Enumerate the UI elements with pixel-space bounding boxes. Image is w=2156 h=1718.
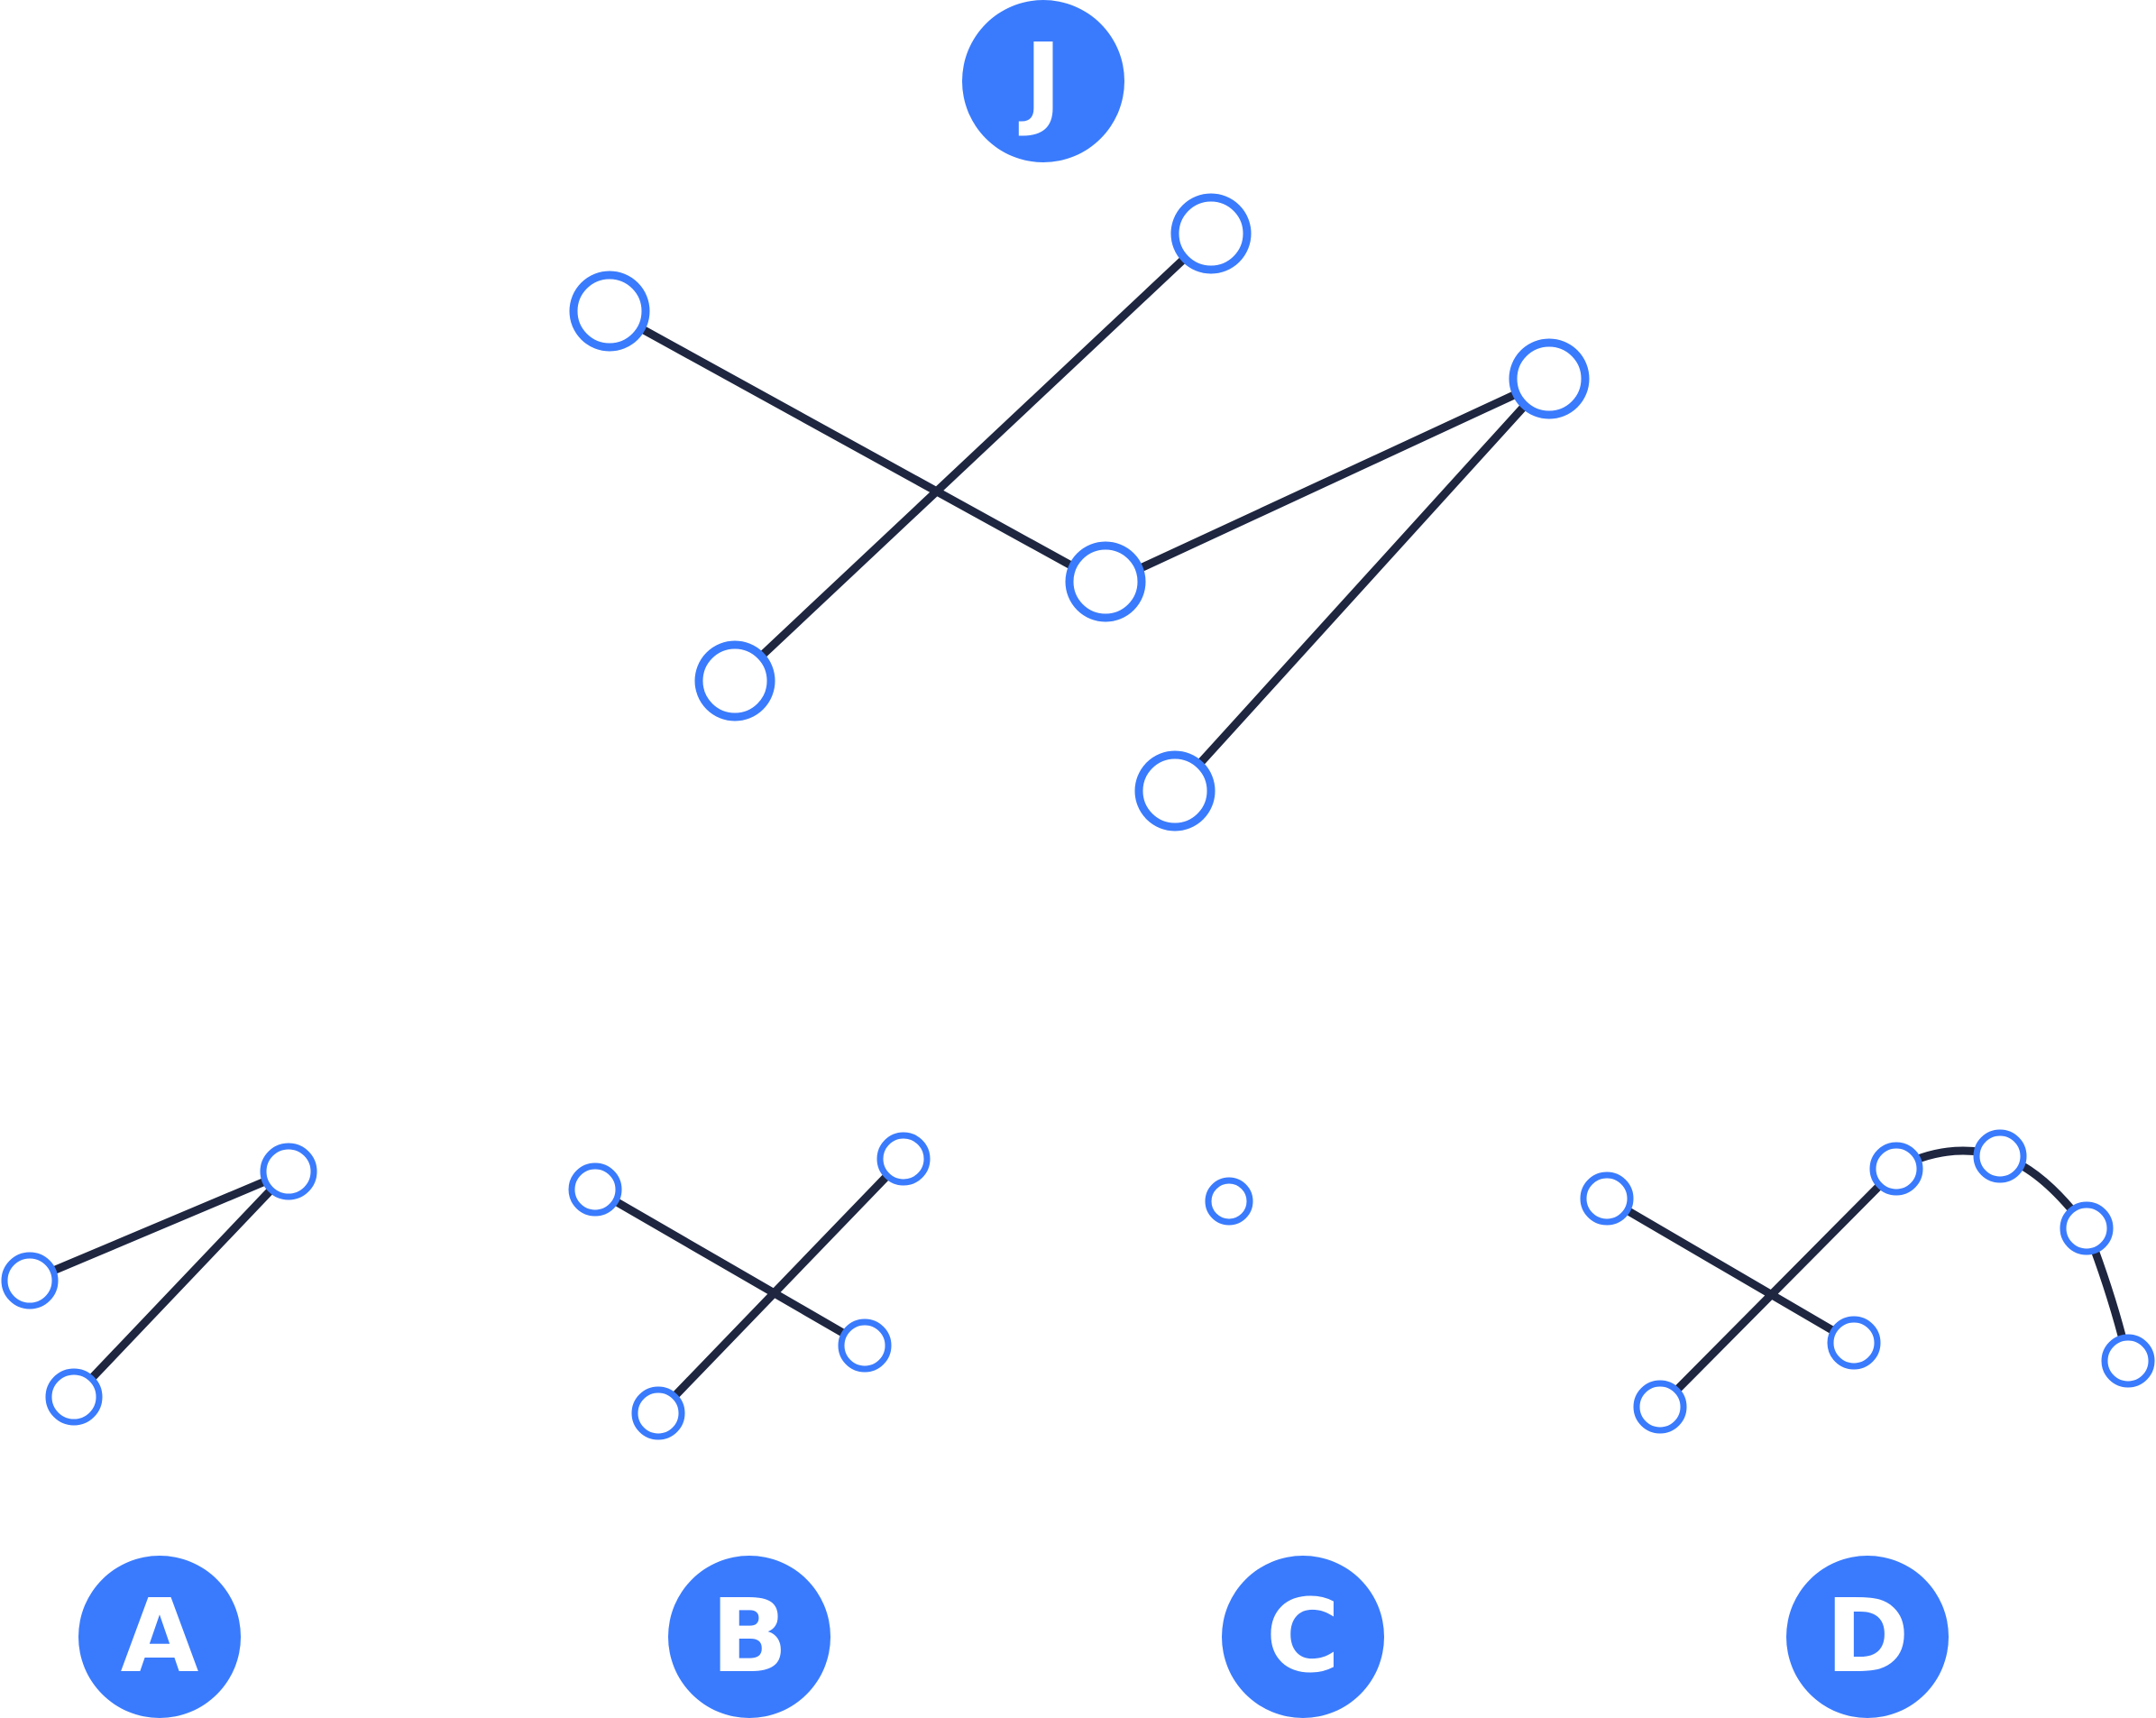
option-b-badge[interactable]: B [668,1556,830,1718]
option-b-label: B [711,1578,787,1695]
option-d-graph[interactable] [1580,1129,2155,1434]
graph-edge [592,1186,867,1349]
graph-edge [1604,1195,1857,1346]
option-c-label: C [1266,1578,1340,1695]
graph-edge [28,1167,290,1285]
graph-node [2101,1334,2155,1388]
question-graph [569,193,1590,831]
badge-circle [78,1556,241,1718]
question-badge: J [962,0,1124,162]
graph-edge [1656,1165,1900,1410]
option-b-graph[interactable] [568,1132,931,1440]
graph-node [260,1143,317,1200]
option-a-graph[interactable] [1,1143,317,1426]
graph-node [1869,1142,1923,1196]
graph-node [1633,1380,1687,1434]
graph-node [876,1132,931,1186]
graph-node [694,640,775,721]
option-a-badge[interactable]: A [78,1556,241,1718]
graph-node [838,1318,892,1373]
option-a-label: A [121,1578,199,1695]
graph-node [631,1386,685,1440]
badge-circle [668,1556,830,1718]
graph-node [1827,1316,1881,1370]
graph-node [1134,750,1216,831]
graph-node [1973,1129,2027,1183]
graph-edge [655,1155,907,1417]
option-d-label: D [1826,1578,1910,1695]
option-c-graph[interactable] [1205,1177,1253,1226]
graph-node [1580,1171,1634,1226]
option-c-badge[interactable]: C [1222,1556,1384,1718]
graph-node [2060,1201,2114,1255]
question-label: J [1018,23,1062,140]
graph-node [1170,193,1252,274]
option-d-badge[interactable]: D [1786,1556,1949,1718]
graph-node [1205,1177,1253,1226]
graph-edge [731,230,1215,684]
graph-node [1,1252,59,1309]
graph-edge [1104,374,1551,589]
badge-circle [1222,1556,1384,1718]
graph-edge [1171,375,1553,795]
graph-node [1065,541,1146,622]
graph-edge [70,1168,292,1401]
graph-node [568,1162,622,1217]
graph-edge [607,308,1108,588]
badge-circle [1786,1556,1949,1718]
graph-node [45,1368,103,1426]
graph-node [569,271,650,352]
badge-circle [962,0,1124,162]
graph-node [1509,338,1590,419]
